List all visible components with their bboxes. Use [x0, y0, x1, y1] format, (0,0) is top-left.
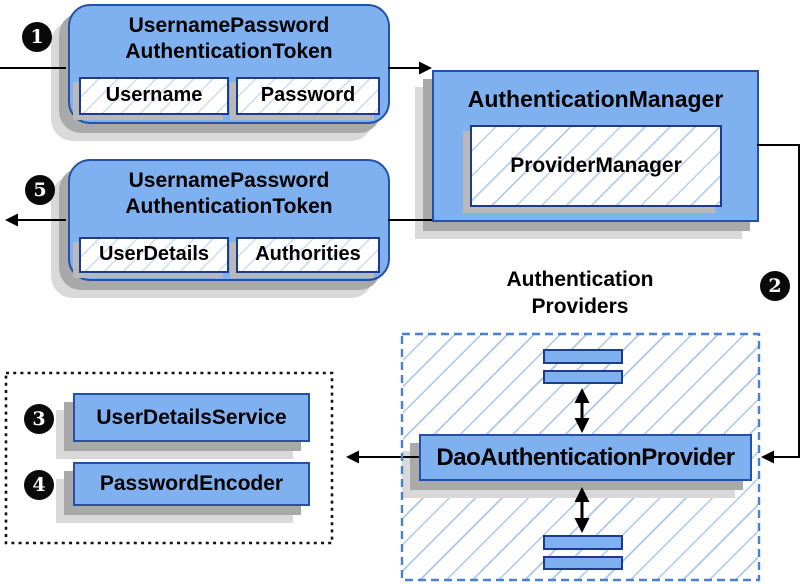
provider-slot-bar-top-1 [543, 349, 623, 364]
dao-authentication-provider-box: DaoAuthenticationProvider [419, 434, 752, 481]
arrowhead-into-services [346, 450, 359, 464]
username-field-box: Username [79, 77, 229, 115]
arrowhead-out-left [5, 213, 18, 227]
user-details-service-box: UserDetailsService [73, 393, 310, 442]
dao-authentication-provider-label: DaoAuthenticationProvider [436, 443, 735, 471]
userdetails-field-label: UserDetails [98, 243, 210, 265]
password-encoder-box: PasswordEncoder [73, 462, 310, 506]
authentication-providers-label: Authentication Providers [455, 266, 705, 320]
userdetails-field-box: UserDetails [79, 237, 229, 273]
provider-manager-box: ProviderManager [470, 125, 722, 207]
step-3-badge: 3 [24, 404, 54, 434]
authentication-providers-label-line2: Providers [531, 295, 629, 318]
step-4-number: 4 [32, 474, 46, 496]
step-2-badge: 2 [760, 271, 790, 301]
step-5-badge: 5 [25, 175, 55, 205]
username-field-label: Username [105, 84, 203, 106]
authentication-manager-title: AuthenticationManager [467, 86, 724, 112]
authentication-providers-label-line1: Authentication [506, 268, 654, 291]
request-token-title: UsernamePassword AuthenticationToken [70, 13, 388, 65]
request-token-box: UsernamePassword AuthenticationToken Use… [68, 4, 390, 124]
authorities-field-box: Authorities [236, 237, 380, 273]
request-token-title-line1: UsernamePassword [128, 14, 330, 37]
password-field-box: Password [236, 77, 380, 115]
provider-slot-bar-bottom-2 [543, 556, 623, 570]
provider-manager-label: ProviderManager [510, 154, 682, 177]
authentication-manager-box: AuthenticationManager ProviderManager [432, 70, 759, 222]
step-2-number: 2 [768, 275, 782, 297]
step-4-badge: 4 [24, 470, 54, 500]
step-1-badge: 1 [22, 22, 52, 52]
authorities-field-label: Authorities [255, 243, 361, 265]
step-3-number: 3 [32, 408, 46, 430]
password-field-label: Password [260, 84, 356, 106]
step-5-number: 5 [33, 179, 47, 201]
arrowhead-into-manager [419, 61, 432, 75]
user-details-service-label: UserDetailsService [96, 405, 287, 429]
step-1-number: 1 [30, 26, 44, 48]
arrowhead-into-provider [761, 450, 774, 464]
result-token-title: UsernamePassword AuthenticationToken [70, 168, 388, 220]
result-token-title-line2: AuthenticationToken [125, 195, 333, 218]
result-token-box: UsernamePassword AuthenticationToken Use… [68, 159, 390, 281]
password-encoder-label: PasswordEncoder [99, 472, 284, 495]
flow-line-manager-to-provider [757, 144, 800, 458]
request-token-title-line2: AuthenticationToken [125, 40, 333, 63]
provider-slot-bar-bottom-1 [543, 535, 623, 550]
provider-slot-bar-top-2 [543, 370, 623, 384]
result-token-title-line1: UsernamePassword [128, 169, 330, 192]
